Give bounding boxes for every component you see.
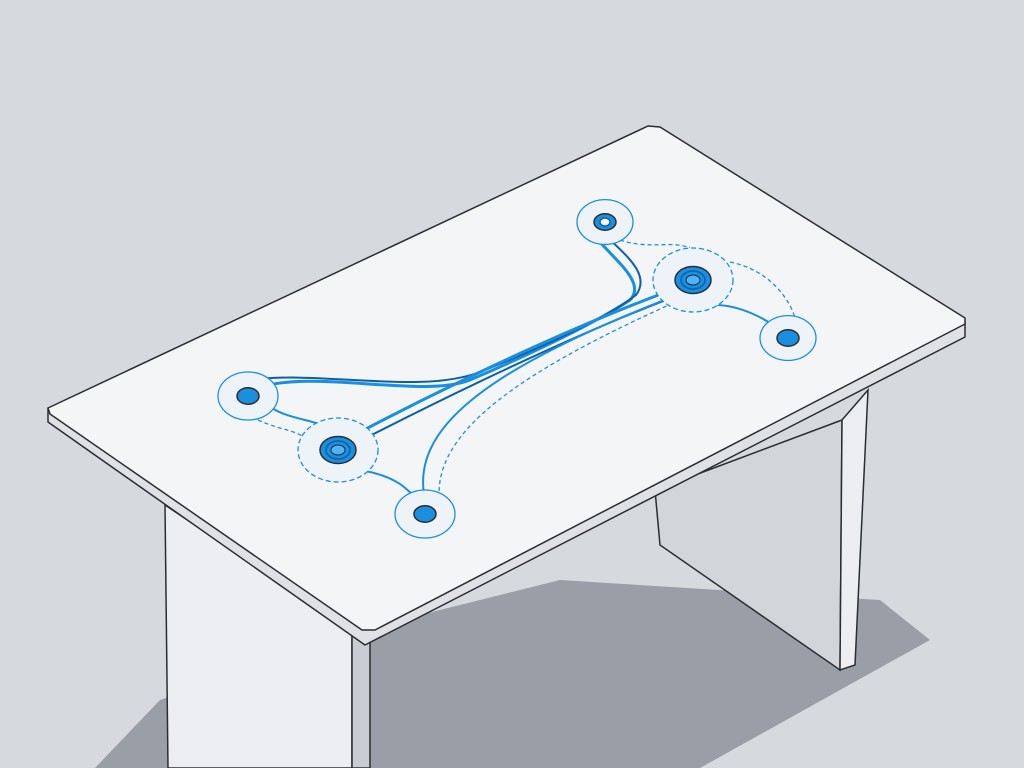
tabletop (47, 125, 966, 631)
node-top-swirl (576, 198, 634, 246)
node-core (413, 505, 437, 523)
right-leg-front (839, 387, 869, 672)
node-left-hub (297, 417, 379, 483)
node-core (776, 329, 800, 347)
node-core (236, 387, 260, 405)
cable-nodes (217, 198, 817, 539)
dashed-routes (257, 239, 796, 506)
node-right-hub (652, 247, 734, 313)
node-bottom-small (394, 489, 456, 539)
node-right-small (759, 314, 817, 362)
cables (246, 225, 781, 501)
node-left-small (217, 371, 279, 421)
